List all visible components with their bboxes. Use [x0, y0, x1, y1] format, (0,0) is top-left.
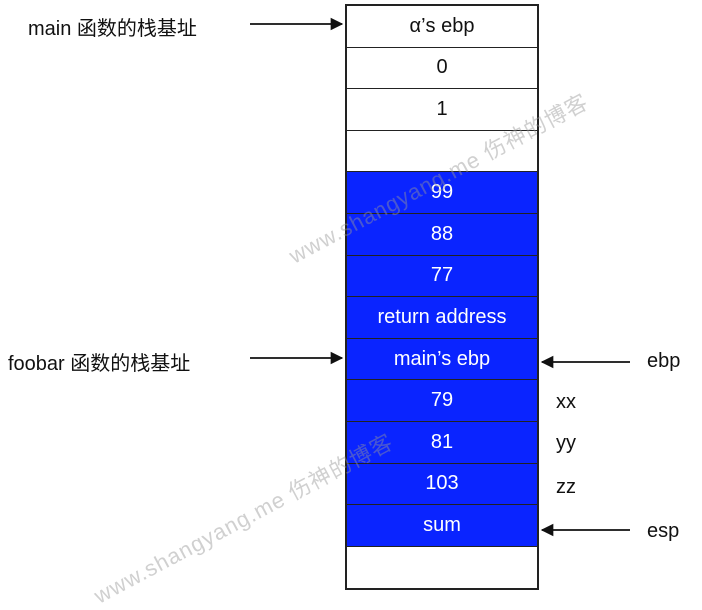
main-base-label: main 函数的栈基址 [28, 18, 197, 40]
stack-cell-88: 88 [347, 213, 537, 256]
stack-cell-sum: sum [347, 505, 537, 547]
stack-cell-main-ebp: main’s ebp [347, 338, 537, 381]
stack-cell-79: 79 [347, 380, 537, 422]
stack-cell-103: 103 [347, 463, 537, 506]
stack-cell-0: 0 [347, 47, 537, 90]
esp-label: esp [647, 520, 680, 542]
var-zz-label: zz [556, 476, 576, 498]
ebp-label: ebp [647, 350, 681, 372]
arrows-layer [250, 17, 630, 537]
stack-cell-empty-top [347, 130, 537, 173]
stack-cell-1: 1 [347, 89, 537, 131]
var-yy-label: yy [556, 432, 576, 454]
var-xx-label: xx [556, 391, 576, 413]
stack-cell-81: 81 [347, 421, 537, 464]
stack-cell-77: 77 [347, 255, 537, 298]
stack-cell-empty-bottom [347, 546, 537, 589]
foobar-base-label: foobar 函数的栈基址 [8, 353, 191, 375]
stack-cell-alpha-ebp: α’s ebp [347, 6, 537, 48]
stack-cell-return-address: return address [347, 297, 537, 339]
stack-cell-99: 99 [347, 172, 537, 214]
stack-diagram: α’s ebp 0 1 99 88 77 return address main… [345, 4, 539, 591]
